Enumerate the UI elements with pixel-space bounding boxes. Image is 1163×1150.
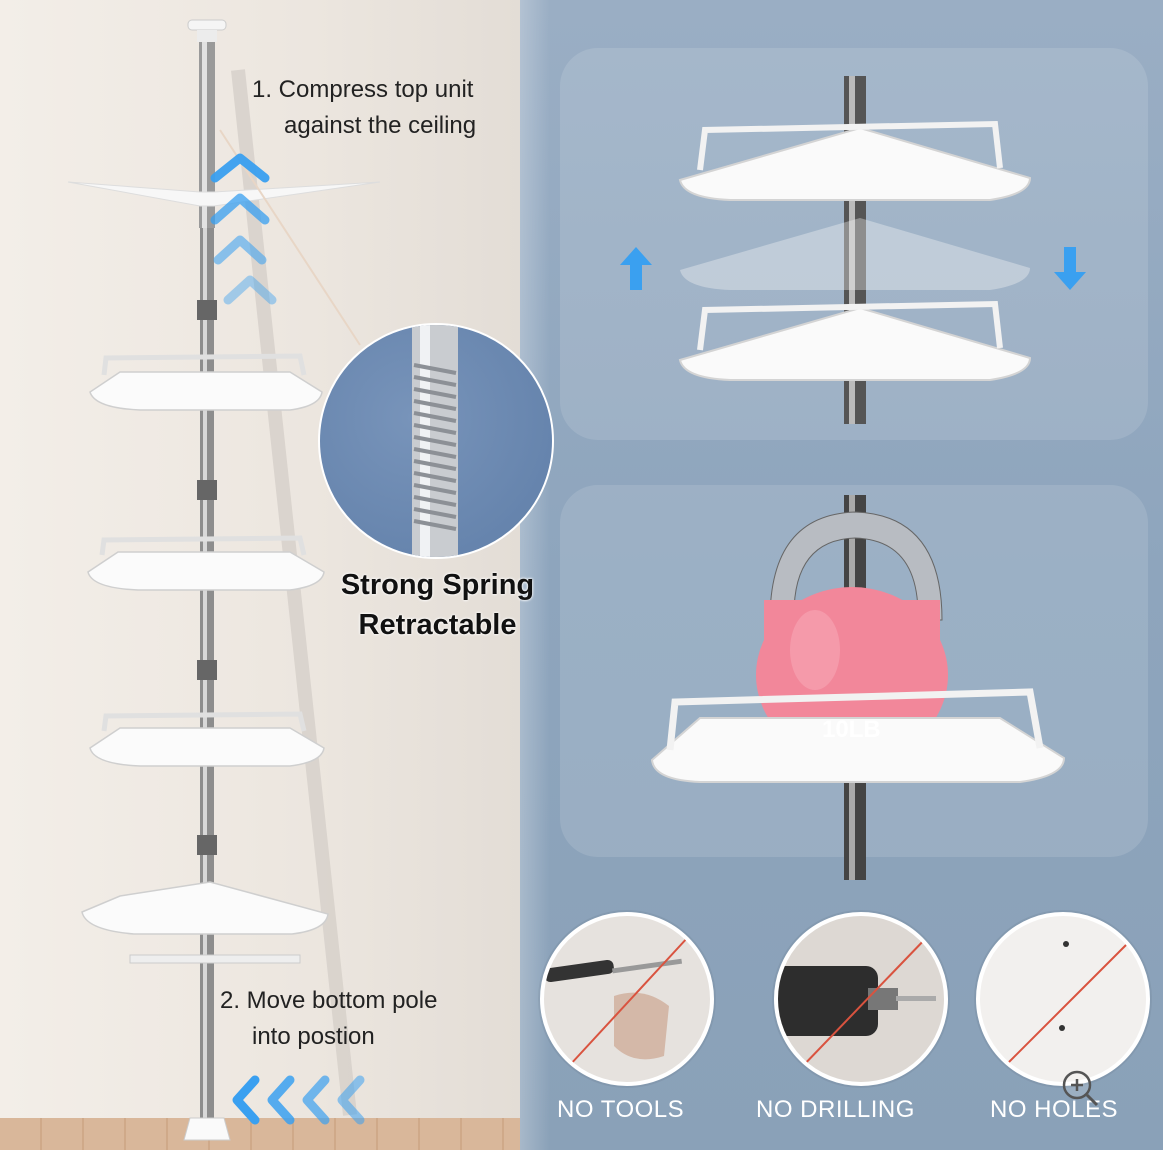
no-holes-circle bbox=[976, 912, 1150, 1086]
left-arrows-icon bbox=[232, 1075, 365, 1125]
zoom-in-icon[interactable] bbox=[1060, 1068, 1100, 1113]
no-drilling-circle bbox=[774, 912, 948, 1086]
step2-line1: 2. Move bottom pole bbox=[220, 987, 438, 1014]
step1-line1: 1. Compress top unit bbox=[252, 76, 474, 103]
wall-icon bbox=[1004, 940, 1131, 1067]
up-arrows-icon bbox=[210, 153, 277, 305]
step2-line2: into postion bbox=[252, 1023, 375, 1050]
step1-line2: against the ceiling bbox=[284, 112, 477, 139]
kettlebell-label: 10LB bbox=[822, 716, 881, 743]
screwdriver-icon bbox=[544, 935, 690, 1067]
feature-no-tools: NO TOOLS bbox=[557, 1096, 685, 1123]
spring-icon bbox=[412, 325, 458, 557]
spring-line1: Strong Spring bbox=[340, 569, 535, 601]
spring-title: Strong Spring Retractable bbox=[320, 565, 555, 645]
spring-line2: Retractable bbox=[358, 609, 517, 641]
wood-floor bbox=[0, 1118, 520, 1150]
no-tools-circle bbox=[540, 912, 714, 1086]
drill-icon bbox=[778, 935, 936, 1072]
up-down-arrows-icon bbox=[620, 247, 1086, 290]
step2-caption: 2. Move bottom pole into postion bbox=[220, 983, 437, 1055]
feature-no-drilling: NO DRILLING bbox=[756, 1096, 915, 1123]
spring-closeup bbox=[318, 323, 554, 559]
step1-caption: 1. Compress top unit against the ceiling bbox=[252, 72, 476, 144]
feature-no-holes: NO HOLES bbox=[990, 1096, 1119, 1123]
